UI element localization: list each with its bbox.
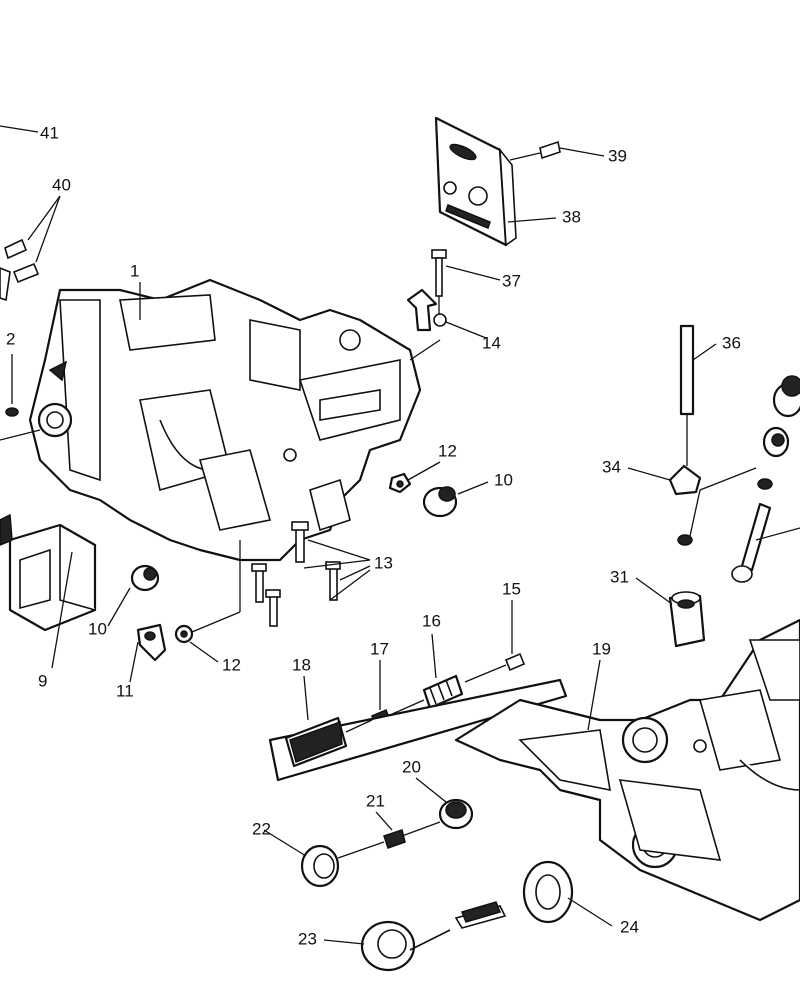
callout-13: 13 bbox=[374, 553, 393, 572]
callout-39: 39 bbox=[608, 146, 627, 165]
callout-1: 1 bbox=[130, 261, 139, 280]
arrow-bracket-14 bbox=[406, 288, 447, 332]
oil-cap-23 bbox=[360, 901, 507, 972]
cap-20 bbox=[438, 798, 474, 830]
pin-36 bbox=[679, 324, 695, 466]
grommet-31 bbox=[668, 591, 706, 648]
fuel-cap-22 bbox=[300, 841, 385, 888]
callout-17: 17 bbox=[370, 639, 389, 658]
filter-18 bbox=[268, 678, 568, 782]
callout-22: 22 bbox=[252, 819, 271, 838]
callout-40: 40 bbox=[52, 175, 71, 194]
nut-12-upper bbox=[388, 472, 412, 494]
callout-14: 14 bbox=[482, 333, 501, 352]
callout-36: 36 bbox=[722, 333, 741, 352]
callout-24: 24 bbox=[620, 917, 639, 936]
callout-34: 34 bbox=[602, 457, 621, 476]
bolts-13 bbox=[251, 521, 341, 627]
grommet-10-right bbox=[422, 486, 458, 518]
screws-40 bbox=[0, 238, 40, 302]
handle-body-19 bbox=[454, 618, 800, 922]
callout-31: 31 bbox=[610, 567, 629, 586]
callout-37: 37 bbox=[502, 271, 521, 290]
nameplate-decal bbox=[434, 116, 517, 247]
seal-ring-24 bbox=[522, 860, 574, 924]
leader-lines bbox=[0, 125, 800, 945]
ignition-module bbox=[0, 513, 97, 632]
screw-39 bbox=[509, 140, 561, 161]
callout-38: 38 bbox=[562, 207, 581, 226]
clip-11 bbox=[136, 623, 167, 662]
screw-37 bbox=[431, 249, 447, 318]
nut-12-lower bbox=[174, 540, 241, 644]
screw-15 bbox=[464, 652, 526, 683]
callout-10-right: 10 bbox=[494, 470, 513, 489]
callout-9: 9 bbox=[38, 671, 47, 690]
callout-23: 23 bbox=[298, 929, 317, 948]
callout-41: 41 bbox=[40, 123, 59, 142]
callout-16: 16 bbox=[422, 611, 441, 630]
crankcase-housing bbox=[28, 278, 441, 562]
callout-20: 20 bbox=[402, 757, 421, 776]
mount-34 bbox=[668, 464, 773, 546]
callout-2: 2 bbox=[6, 329, 15, 348]
spring-21 bbox=[383, 821, 441, 849]
callout-15: 15 bbox=[502, 579, 521, 598]
right-edge-parts bbox=[731, 375, 800, 583]
callout-12-lower: 12 bbox=[222, 655, 241, 674]
callout-21: 21 bbox=[366, 791, 385, 810]
grommet-10-left bbox=[130, 564, 160, 592]
callout-labels: 41 40 2 1 9 10 11 12 12 10 13 14 15 16 1… bbox=[6, 123, 741, 948]
callout-11: 11 bbox=[116, 681, 134, 700]
callout-10-left: 10 bbox=[88, 619, 107, 638]
callout-19: 19 bbox=[592, 639, 611, 658]
callout-18: 18 bbox=[292, 655, 311, 674]
spring-16 bbox=[422, 674, 464, 710]
screw-2 bbox=[0, 407, 41, 441]
callout-12-upper: 12 bbox=[438, 441, 457, 460]
